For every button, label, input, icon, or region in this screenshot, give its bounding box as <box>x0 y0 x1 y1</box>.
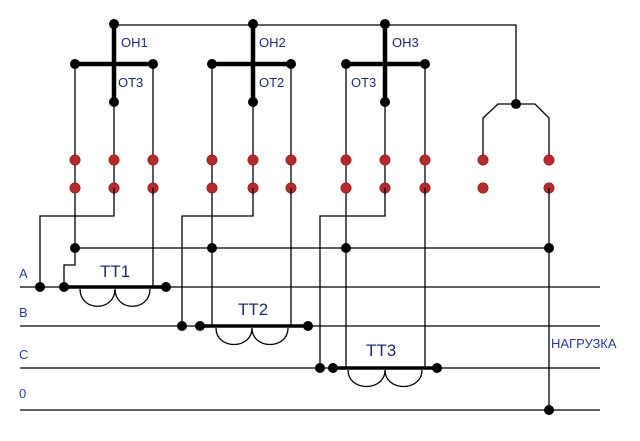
wire-m2-voltage-tap <box>181 188 254 326</box>
ct-2-left-node <box>195 321 205 331</box>
meter-3-voltage-label: ОН3 <box>392 35 419 50</box>
ct-2-input-node <box>177 321 187 331</box>
terminal-dot <box>340 182 352 194</box>
ct-3-left-node <box>328 363 338 373</box>
wire-m3-voltage-tap <box>319 188 386 368</box>
terminal-dot <box>543 154 555 166</box>
ct-1-coil <box>79 288 151 307</box>
terminal-dot <box>147 154 159 166</box>
terminal-dot <box>477 182 489 194</box>
ct-3-right-node <box>432 363 442 373</box>
meter-1: ОН1 ОТ3 <box>70 19 158 107</box>
terminal-dot <box>477 154 489 166</box>
load-label: НАГРУЗКА <box>551 336 617 351</box>
terminal-dot <box>206 154 218 166</box>
bus-label-c: C <box>19 347 28 362</box>
ct-1-left-node <box>59 282 69 292</box>
terminal-dot <box>108 154 120 166</box>
ct-2-label: ТТ2 <box>238 300 268 319</box>
current-transformer-1: ТТ1 <box>35 262 171 307</box>
lower-wiring <box>39 188 554 415</box>
terminal-dot <box>206 182 218 194</box>
wire-m1-ct-in <box>63 248 76 287</box>
ct-2-right-node <box>303 321 313 331</box>
bus-label-a: A <box>19 266 28 281</box>
current-transformer-2: ТТ2 <box>177 300 313 345</box>
meter-3: ОН3 ОТ3 <box>341 19 430 107</box>
terminal-dot <box>379 154 391 166</box>
meter-1-voltage-label: ОН1 <box>121 35 148 50</box>
meter-1-top-node <box>109 19 119 29</box>
ct-3-coil <box>347 369 423 387</box>
meter-2-top-node <box>248 19 258 29</box>
ct-1-input-node <box>35 282 45 292</box>
neutral-node <box>544 405 554 415</box>
meter-1-current-label: ОТ3 <box>118 75 143 90</box>
current-transformer-3: ТТ3 <box>315 341 442 387</box>
meter-2: ОН2 ОТ2 <box>207 19 296 107</box>
terminal-dot <box>340 154 352 166</box>
terminal-dot <box>247 154 259 166</box>
ct-3-label: ТТ3 <box>366 341 396 360</box>
wire-m1-voltage-tap <box>39 188 115 287</box>
voltage-top-wire <box>114 24 517 104</box>
terminal-dot <box>285 154 297 166</box>
bus-label-b: B <box>19 305 28 320</box>
voltage-junction-node <box>511 99 521 109</box>
ct-1-label: ТТ1 <box>100 262 130 281</box>
meter-3-current-label: ОТ3 <box>351 75 376 90</box>
terminal-block <box>69 154 555 194</box>
terminal-dot <box>419 154 431 166</box>
terminal-dot <box>69 154 81 166</box>
bus-labels: A B C 0 <box>19 266 28 401</box>
voltage-branch-wire <box>482 103 550 160</box>
meter-3-top-node <box>380 19 390 29</box>
terminal-dot <box>69 182 81 194</box>
meter-2-current-label: ОТ2 <box>259 75 284 90</box>
bus-label-0: 0 <box>19 386 26 401</box>
bus-lines <box>20 286 600 411</box>
meter-2-voltage-label: ОН2 <box>259 35 286 50</box>
ct-1-right-node <box>161 282 171 292</box>
ct-2-coil <box>215 327 289 345</box>
voltage-link-wires <box>114 24 550 160</box>
ct-3-input-node <box>315 363 325 373</box>
